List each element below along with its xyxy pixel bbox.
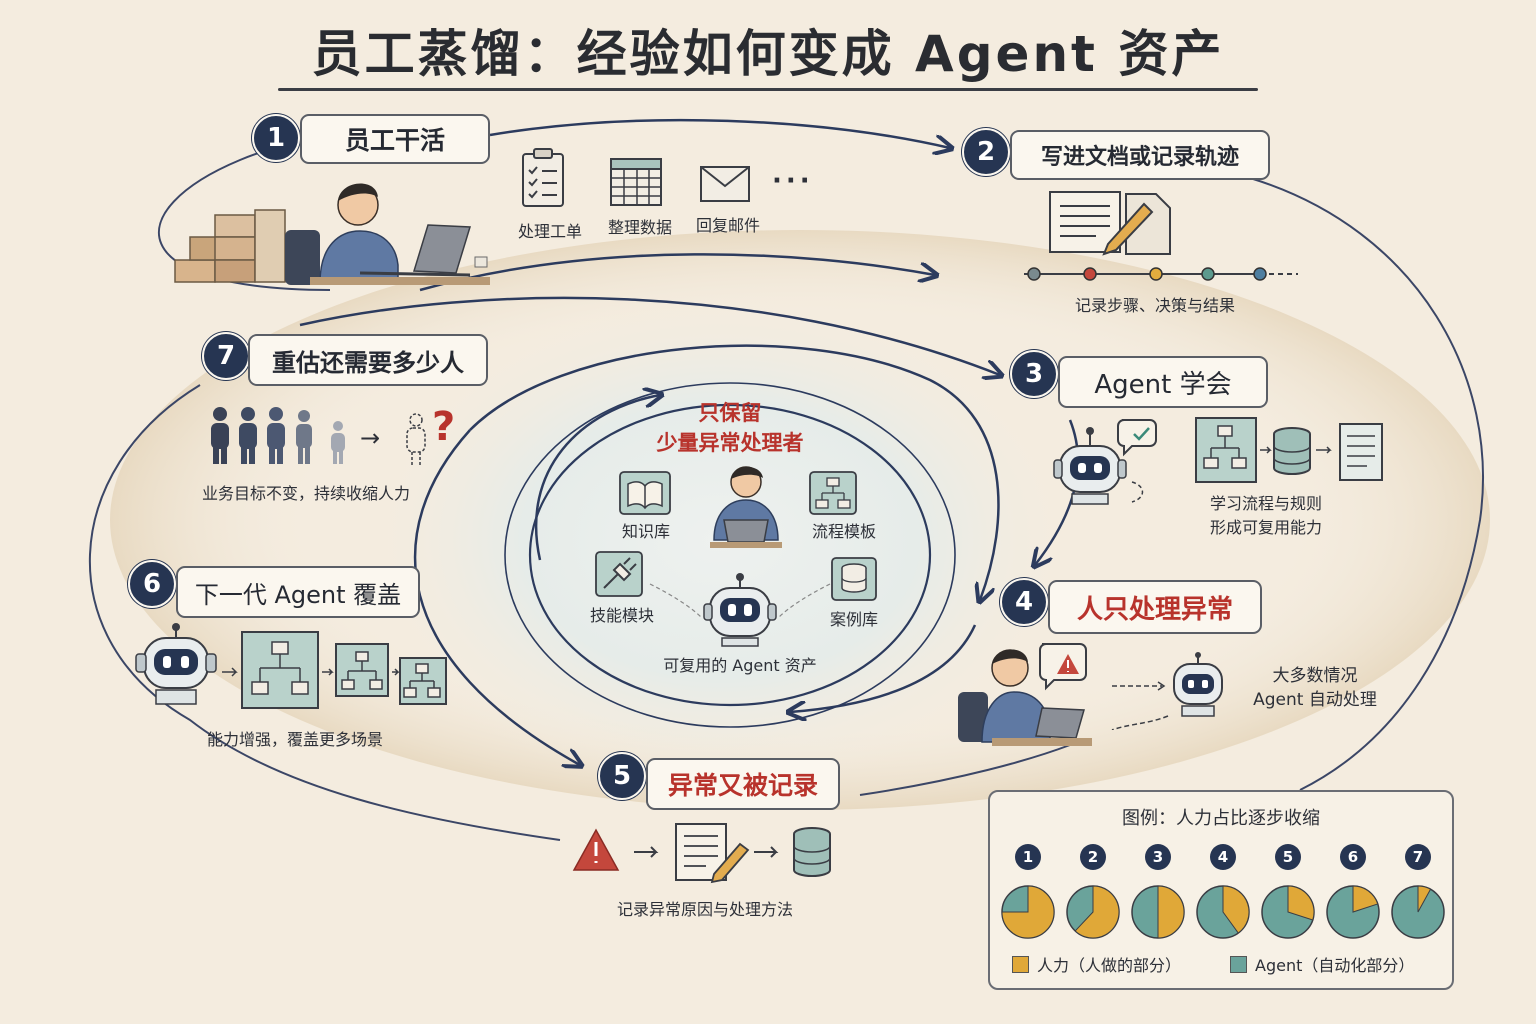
task-label-data: 整理数据: [607, 218, 672, 237]
trace-timeline-icon: [1024, 267, 1298, 281]
step-5-label: 异常又被记录: [646, 758, 840, 810]
center-robot-icon: [649, 573, 831, 647]
outer-right-track: [1249, 177, 1484, 791]
inner-ring: [528, 403, 932, 707]
center-item-flow: 流程模板: [811, 522, 876, 541]
exception-record-flow-icon: [572, 823, 831, 884]
more-tasks-ellipsis: ···: [772, 166, 814, 196]
center-title-line-1: 只保留: [698, 401, 762, 425]
legend-key-agent: Agent（自动化部分）: [1230, 952, 1414, 976]
step-4-note-line-1: 大多数情况: [1272, 666, 1358, 686]
legend-pie-human-4: [1222, 885, 1250, 934]
center-employee-icon: [710, 466, 782, 548]
ring-6-to-5: [413, 429, 580, 765]
ring-7-to-3: [299, 296, 1000, 375]
legend-pie-human-7: [1417, 885, 1432, 913]
track-2-to-3: [419, 253, 935, 292]
legend-key-human: 人力（人做的部分）: [1012, 952, 1181, 976]
step-4-note-line-2: Agent 自动处理: [1253, 690, 1377, 710]
legend-stage-3: 3: [1145, 844, 1171, 870]
legend-stage-6: 6: [1340, 844, 1366, 870]
shrink-arrow: →: [360, 424, 381, 452]
step-6-label: 下一代 Agent 覆盖: [176, 566, 420, 618]
center-item-knowledge: 知识库: [621, 522, 670, 541]
legend-stage-1: 1: [1015, 844, 1041, 870]
robot-auto-icon: [1111, 652, 1223, 730]
step-1-label: 员工干活: [300, 114, 490, 164]
legend-title: 图例：人力占比逐步收缩: [1122, 808, 1320, 829]
step-3-label: Agent 学会: [1058, 356, 1268, 408]
step-3-caption-line-2: 形成可复用能力: [1209, 518, 1322, 537]
legend-stage-2: 2: [1080, 844, 1106, 870]
employee-working-icon: [174, 183, 490, 285]
step-4-label: 人只处理异常: [1048, 580, 1262, 634]
arrow-1-to-2: [489, 118, 950, 148]
ticket-clipboard-icon: [522, 148, 564, 207]
step-5-caption: 记录异常原因与处理方法: [616, 900, 793, 919]
step-5-number: 5: [598, 752, 646, 800]
step-4-number: 4: [1000, 578, 1048, 626]
dashed-person-icon: [406, 413, 426, 466]
step-4-note: 大多数情况 Agent 自动处理: [1240, 664, 1390, 712]
step-7-caption: 业务目标不变，持续收缩人力: [201, 484, 410, 503]
next-gen-agent-icon: [135, 623, 447, 709]
step-7-label: 重估还需要多少人: [248, 334, 488, 386]
spreadsheet-icon: [610, 158, 662, 206]
legend-stage-4: 4: [1210, 844, 1236, 870]
legend-swatch-agent: [1230, 955, 1247, 973]
task-label-ticket: 处理工单: [517, 222, 582, 241]
step-6-number: 6: [128, 560, 176, 608]
legend-label-agent: Agent（自动化部分）: [1255, 956, 1415, 975]
ring-top-inner: [469, 344, 1000, 600]
inner-arrow: [534, 395, 660, 561]
step-3-number: 3: [1010, 350, 1058, 398]
robot-learning-icon: [1053, 419, 1157, 505]
inner-ring-2: [504, 382, 956, 728]
legend-pie-human-5: [1287, 885, 1315, 921]
ring-bottom: [859, 744, 1071, 796]
center-item-cases: 案例库: [829, 610, 878, 629]
legend-pie-human-3: [1157, 885, 1185, 939]
legend-pie-human-6: [1352, 885, 1379, 913]
knowledge-base-book-icon: [619, 471, 671, 515]
shrinking-staff-icon: [211, 407, 345, 464]
employee-exception-icon: [958, 643, 1092, 746]
mail-icon: [700, 166, 750, 202]
step-7-number: 7: [202, 332, 250, 380]
center-title: 只保留 少量异常处理者: [620, 398, 840, 458]
step-2-caption: 记录步骤、决策与结果: [1074, 296, 1235, 315]
legend-pies: [1001, 885, 1445, 939]
step-3-caption-line-1: 学习流程与规则: [1209, 494, 1322, 513]
step-3-caption: 学习流程与规则 形成可复用能力: [1186, 492, 1346, 540]
title-underline: [278, 88, 1258, 91]
legend-stage-7: 7: [1405, 844, 1431, 870]
center-title-line-2: 少量异常处理者: [656, 431, 804, 455]
legend-stage-5: 5: [1275, 844, 1301, 870]
legend-pie-human-2: [1074, 885, 1120, 939]
center-caption: 可复用的 Agent 资产: [663, 656, 817, 675]
page-title: 员工蒸馏：经验如何变成 Agent 资产: [311, 25, 1225, 83]
legend-swatch-human: [1012, 955, 1029, 973]
step-2-label: 写进文档或记录轨迹: [1010, 130, 1270, 180]
step-6-caption: 能力增强，覆盖更多场景: [206, 730, 383, 749]
question-mark: ?: [432, 404, 456, 450]
center-item-skill: 技能模块: [589, 606, 654, 625]
flow-db-doc-icon: [1195, 417, 1383, 483]
step-2-number: 2: [962, 128, 1010, 176]
task-label-mail: 回复邮件: [695, 216, 760, 235]
ring-left: [88, 384, 561, 841]
step-1-number: 1: [252, 114, 300, 162]
skill-module-plug-icon: [595, 551, 643, 597]
flow-template-icon: [809, 471, 857, 515]
legend-panel: 图例：人力占比逐步收缩 人力（人做的部分） Agent（自动化部分） 1 2 3 4 5…: [988, 790, 1454, 990]
document-pencil-icon: [1049, 191, 1171, 256]
ring-4-to-center: [790, 624, 977, 712]
legend-label-human: 人力（人做的部分）: [1037, 956, 1182, 975]
case-library-db-icon: [831, 557, 877, 601]
legend-pie-human-1: [1001, 885, 1055, 939]
